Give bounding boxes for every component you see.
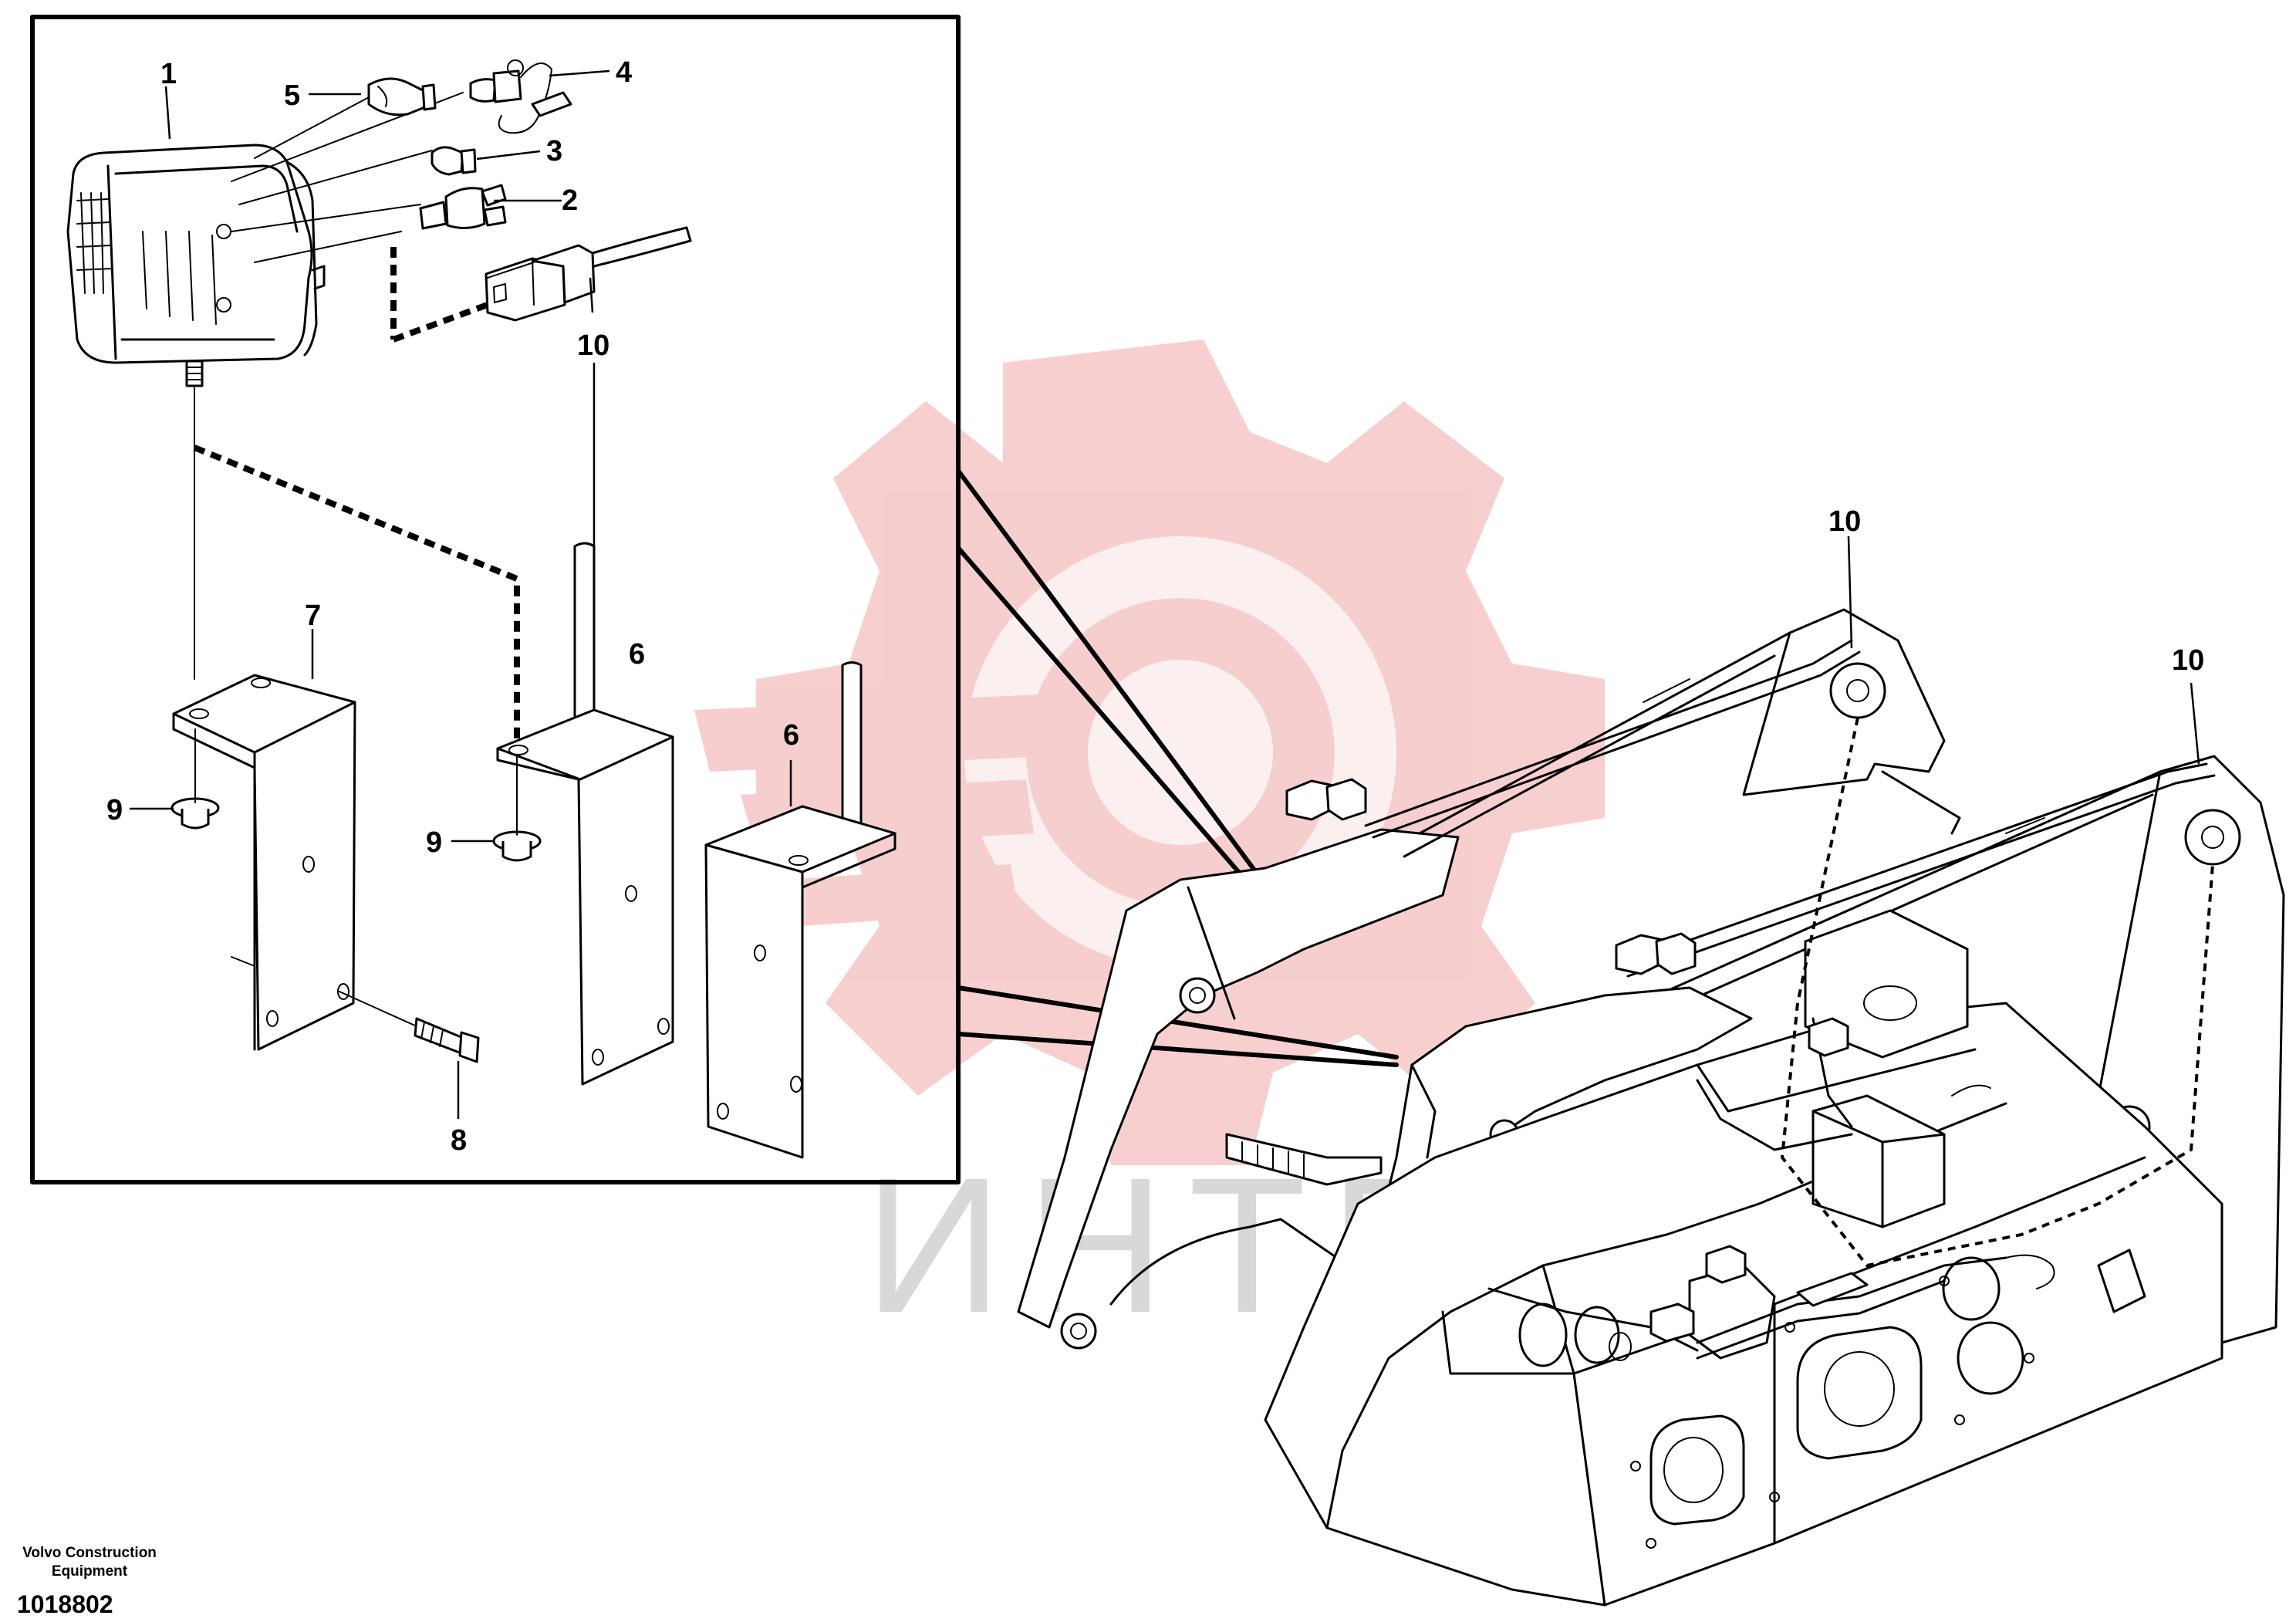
bulb-with-wire-4 <box>469 59 572 134</box>
callout-leaders <box>130 69 2200 1119</box>
callout-2: 2 <box>562 184 578 217</box>
drawing-number: 1018802 <box>17 1590 113 1618</box>
callout-6-middle: 6 <box>629 638 645 671</box>
flange-nut-9-left <box>171 728 220 830</box>
callout-3: 3 <box>546 135 562 167</box>
callout-10-left-arm: 10 <box>1828 505 1861 538</box>
callout-9-middle: 9 <box>426 826 442 859</box>
company-name-line1: Volvo Construction <box>22 1545 157 1561</box>
bulb-h4-2 <box>419 184 507 230</box>
callout-4: 4 <box>616 56 632 89</box>
inset-pointer-lines <box>956 468 1399 1067</box>
bracket-6-middle <box>496 542 674 1086</box>
callout-10-inset: 10 <box>577 329 609 362</box>
chassis-access-plates <box>1630 1249 2146 1549</box>
bracket-7 <box>172 674 356 1051</box>
callout-7: 7 <box>305 600 321 632</box>
company-name-line2: Equipment <box>52 1563 128 1580</box>
bulb-3 <box>430 146 477 176</box>
callout-9-left: 9 <box>106 794 123 826</box>
flange-nut-9-middle <box>492 755 542 862</box>
detail-inset-frame <box>30 15 961 1184</box>
callout-5: 5 <box>284 79 300 112</box>
bolt-8 <box>339 991 480 1063</box>
bulb-5 <box>367 77 437 117</box>
loader-frame <box>1017 608 2285 1607</box>
callout-1: 1 <box>160 58 177 90</box>
callout-8: 8 <box>451 1124 467 1157</box>
callout-6-right: 6 <box>783 719 799 752</box>
connector-cable-10-inset <box>485 226 692 322</box>
callout-10-right-arm: 10 <box>2172 644 2204 677</box>
bracket-6-right <box>704 661 896 1159</box>
work-light-housing <box>66 144 326 387</box>
wiring-harness-10-machine <box>1285 639 2216 1360</box>
